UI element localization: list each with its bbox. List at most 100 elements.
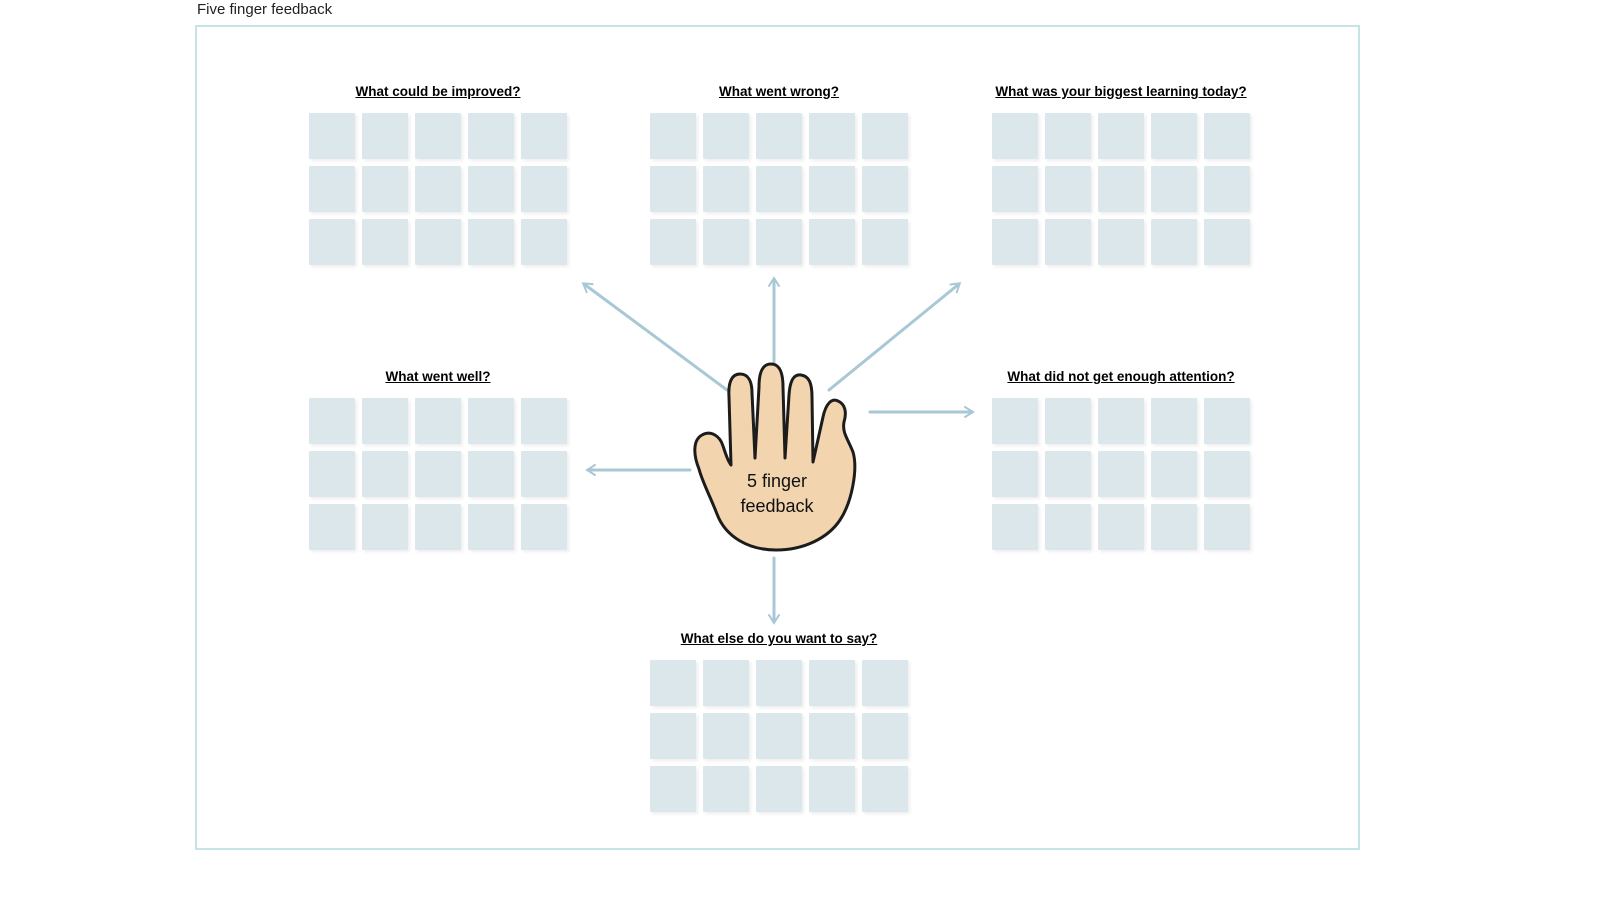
sticky-note-placeholder[interactable] xyxy=(1204,504,1250,550)
sticky-note-placeholder[interactable] xyxy=(703,113,749,159)
sticky-note-placeholder[interactable] xyxy=(521,113,567,159)
frame-title[interactable]: Five finger feedback xyxy=(197,1,333,18)
hand-label: 5 finger feedback xyxy=(692,469,862,519)
sticky-note-placeholder[interactable] xyxy=(468,504,514,550)
sticky-note-placeholder[interactable] xyxy=(1045,504,1091,550)
sticky-note-placeholder[interactable] xyxy=(415,451,461,497)
sticky-note-placeholder[interactable] xyxy=(809,166,855,212)
sticky-note-placeholder[interactable] xyxy=(703,219,749,265)
sticky-note-placeholder[interactable] xyxy=(415,219,461,265)
sticky-note-placeholder[interactable] xyxy=(1098,113,1144,159)
sticky-note-placeholder[interactable] xyxy=(1045,398,1091,444)
sticky-note-placeholder[interactable] xyxy=(1151,398,1197,444)
section-what-went-well: What went well? xyxy=(309,369,567,550)
sticky-note-placeholder[interactable] xyxy=(862,219,908,265)
section-title: What went well? xyxy=(385,369,491,384)
sticky-note-placeholder[interactable] xyxy=(650,166,696,212)
sticky-note-placeholder[interactable] xyxy=(862,113,908,159)
sticky-note-placeholder[interactable] xyxy=(992,451,1038,497)
sticky-note-placeholder[interactable] xyxy=(1098,451,1144,497)
sticky-note-placeholder[interactable] xyxy=(862,713,908,759)
sticky-note-placeholder[interactable] xyxy=(703,660,749,706)
sticky-note-placeholder[interactable] xyxy=(309,219,355,265)
sticky-note-placeholder[interactable] xyxy=(1151,113,1197,159)
sticky-note-placeholder[interactable] xyxy=(468,219,514,265)
sticky-note-placeholder[interactable] xyxy=(992,504,1038,550)
sticky-note-placeholder[interactable] xyxy=(415,113,461,159)
sticky-note-placeholder[interactable] xyxy=(1098,504,1144,550)
sticky-note-placeholder[interactable] xyxy=(703,766,749,812)
sticky-note-placeholder[interactable] xyxy=(1151,166,1197,212)
sticky-note-placeholder[interactable] xyxy=(468,398,514,444)
sticky-note-placeholder[interactable] xyxy=(862,766,908,812)
sticky-note-placeholder[interactable] xyxy=(1204,166,1250,212)
sticky-note-placeholder[interactable] xyxy=(415,504,461,550)
section-title-wrap: What was your biggest learning today? xyxy=(992,84,1250,101)
sticky-note-placeholder[interactable] xyxy=(521,504,567,550)
sticky-note-placeholder[interactable] xyxy=(1045,219,1091,265)
sticky-note-placeholder[interactable] xyxy=(756,113,802,159)
sticky-note-placeholder[interactable] xyxy=(650,660,696,706)
sticky-note-placeholder[interactable] xyxy=(309,504,355,550)
sticky-note-placeholder[interactable] xyxy=(362,398,408,444)
sticky-note-placeholder[interactable] xyxy=(1098,398,1144,444)
sticky-note-placeholder[interactable] xyxy=(362,504,408,550)
sticky-note-placeholder[interactable] xyxy=(650,713,696,759)
sticky-note-placeholder[interactable] xyxy=(1204,113,1250,159)
sticky-note-placeholder[interactable] xyxy=(309,398,355,444)
sticky-note-placeholder[interactable] xyxy=(521,166,567,212)
sticky-note-placeholder[interactable] xyxy=(362,166,408,212)
section-anything-else: What else do you want to say? xyxy=(650,631,908,812)
sticky-note-placeholder[interactable] xyxy=(809,219,855,265)
sticky-note-placeholder[interactable] xyxy=(809,113,855,159)
sticky-grid xyxy=(992,398,1250,550)
sticky-note-placeholder[interactable] xyxy=(650,113,696,159)
sticky-note-placeholder[interactable] xyxy=(862,166,908,212)
section-title: What was your biggest learning today? xyxy=(995,84,1247,99)
sticky-note-placeholder[interactable] xyxy=(1045,113,1091,159)
sticky-note-placeholder[interactable] xyxy=(862,660,908,706)
sticky-note-placeholder[interactable] xyxy=(1151,219,1197,265)
sticky-note-placeholder[interactable] xyxy=(703,713,749,759)
sticky-note-placeholder[interactable] xyxy=(1151,451,1197,497)
sticky-note-placeholder[interactable] xyxy=(1204,219,1250,265)
sticky-note-placeholder[interactable] xyxy=(362,113,408,159)
sticky-note-placeholder[interactable] xyxy=(756,166,802,212)
sticky-note-placeholder[interactable] xyxy=(809,660,855,706)
sticky-note-placeholder[interactable] xyxy=(756,660,802,706)
sticky-note-placeholder[interactable] xyxy=(521,219,567,265)
sticky-note-placeholder[interactable] xyxy=(468,451,514,497)
sticky-note-placeholder[interactable] xyxy=(992,219,1038,265)
sticky-note-placeholder[interactable] xyxy=(1204,451,1250,497)
sticky-note-placeholder[interactable] xyxy=(756,713,802,759)
sticky-note-placeholder[interactable] xyxy=(362,219,408,265)
sticky-note-placeholder[interactable] xyxy=(650,766,696,812)
sticky-note-placeholder[interactable] xyxy=(1151,504,1197,550)
sticky-note-placeholder[interactable] xyxy=(521,398,567,444)
sticky-note-placeholder[interactable] xyxy=(992,113,1038,159)
sticky-note-placeholder[interactable] xyxy=(468,166,514,212)
sticky-note-placeholder[interactable] xyxy=(309,166,355,212)
sticky-note-placeholder[interactable] xyxy=(992,398,1038,444)
section-not-enough-attention: What did not get enough attention? xyxy=(992,369,1250,550)
sticky-note-placeholder[interactable] xyxy=(703,166,749,212)
sticky-note-placeholder[interactable] xyxy=(468,113,514,159)
sticky-note-placeholder[interactable] xyxy=(1098,166,1144,212)
sticky-note-placeholder[interactable] xyxy=(650,219,696,265)
sticky-note-placeholder[interactable] xyxy=(1045,451,1091,497)
sticky-note-placeholder[interactable] xyxy=(415,398,461,444)
sticky-note-placeholder[interactable] xyxy=(756,219,802,265)
sticky-note-placeholder[interactable] xyxy=(1098,219,1144,265)
sticky-note-placeholder[interactable] xyxy=(809,713,855,759)
sticky-note-placeholder[interactable] xyxy=(1204,398,1250,444)
sticky-note-placeholder[interactable] xyxy=(309,113,355,159)
sticky-note-placeholder[interactable] xyxy=(1045,166,1091,212)
sticky-note-placeholder[interactable] xyxy=(992,166,1038,212)
sticky-note-placeholder[interactable] xyxy=(521,451,567,497)
sticky-note-placeholder[interactable] xyxy=(809,766,855,812)
sticky-grid xyxy=(309,113,567,265)
sticky-note-placeholder[interactable] xyxy=(309,451,355,497)
sticky-note-placeholder[interactable] xyxy=(756,766,802,812)
sticky-note-placeholder[interactable] xyxy=(415,166,461,212)
sticky-note-placeholder[interactable] xyxy=(362,451,408,497)
